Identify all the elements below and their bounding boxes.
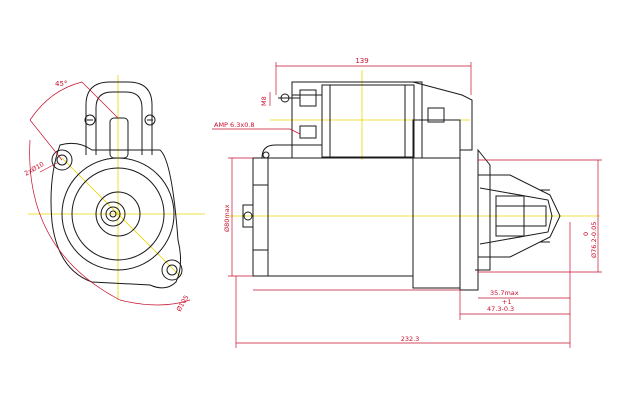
angle-arc <box>29 81 83 121</box>
solenoid-inner-front <box>95 91 143 155</box>
terminal-amp <box>299 125 317 139</box>
front-centerline-diag <box>61 157 181 277</box>
solenoid-core-front <box>109 117 129 159</box>
flange-hole-bottom <box>166 264 178 276</box>
pilot-dia-label: Ø76.2-0.05 <box>590 222 598 258</box>
flange-hole-bottom-outer <box>161 259 183 281</box>
drive-housing-outline <box>412 81 491 291</box>
pinion-gear-inner <box>105 206 121 222</box>
body-circle-outer <box>61 157 175 271</box>
thread-label: M8 <box>260 96 268 106</box>
terminal-stud <box>299 89 317 107</box>
pilot-tol-label: 0 <box>582 232 590 236</box>
solenoid-outline-front <box>85 81 153 155</box>
solenoid-screw-right <box>144 114 156 126</box>
lever-pivot <box>427 107 445 123</box>
connector-wire <box>261 144 296 159</box>
pinion-shaft <box>109 210 117 218</box>
nose-inner <box>479 187 553 245</box>
end-cap-terminal <box>242 204 254 228</box>
nose-housing <box>478 174 561 258</box>
mounting-flange <box>50 142 182 289</box>
dim-139-label: 139 <box>355 57 368 65</box>
front-view: 45° 2xØ10 Ø105 <box>23 75 205 313</box>
bolt-circle-label: Ø105 <box>175 294 191 313</box>
drive-housing-body <box>412 119 461 289</box>
flange-hole-top <box>56 154 68 166</box>
pinion-shaft-end <box>523 205 547 227</box>
side-view: 139 M8 AMP 6.3x0.8 Ø80max Ø76.2-0.05 0 3… <box>212 57 602 348</box>
solenoid-screw-left <box>84 114 96 126</box>
flange-dist-label: 47.3-0.3 <box>487 305 514 313</box>
solenoid-coil <box>321 84 415 158</box>
pinion-len-label: 35.7max <box>490 289 519 297</box>
angle-label: 45° <box>55 80 67 88</box>
body-dia-label: Ø80max <box>223 204 231 232</box>
pinion-housing-circle <box>95 191 141 237</box>
motor-body <box>252 157 414 277</box>
flange-hole-top-outer <box>51 149 73 171</box>
bolt-circle-arc <box>29 139 191 306</box>
flange-tol-label: +1 <box>502 298 512 306</box>
body-circle-mid <box>71 167 165 261</box>
pinion-gear-outer <box>100 201 126 227</box>
overall-len-label: 232.3 <box>401 335 420 343</box>
holes-label: 2xØ10 <box>23 160 46 178</box>
terminal-label: AMP 6.3x0.8 <box>214 121 255 129</box>
